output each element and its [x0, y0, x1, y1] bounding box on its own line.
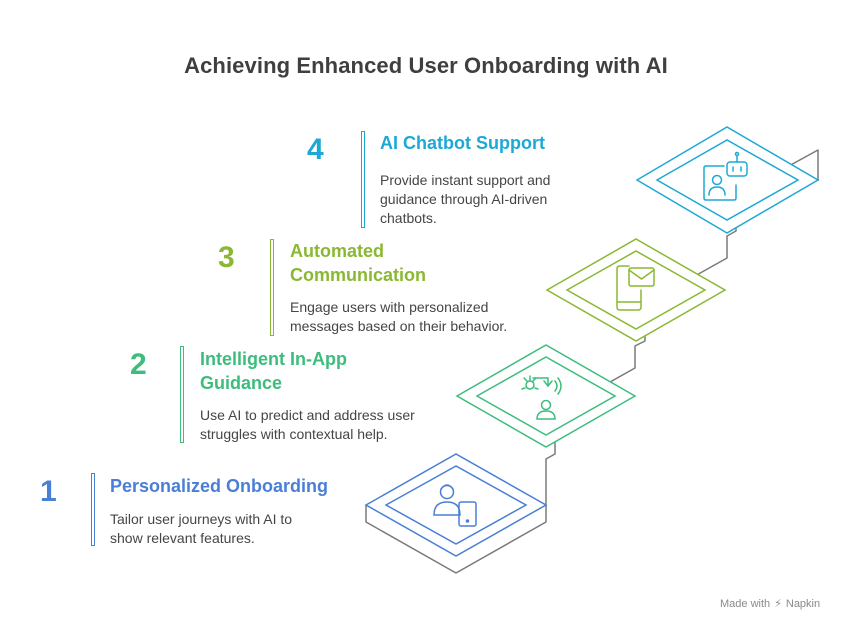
step-4-description: Provide instant support and guidance thr…: [380, 171, 550, 228]
step-2-title: Intelligent In-App Guidance: [200, 347, 347, 395]
footer-prefix: Made with: [720, 597, 771, 610]
chatbot-icon: [703, 151, 748, 201]
step-3-number: 3: [218, 241, 235, 274]
napkin-logo-icon: ⚡: [774, 598, 782, 610]
step-3-title: Automated Communication: [290, 239, 426, 287]
step-1-bar: [91, 473, 95, 546]
footer-watermark: Made with ⚡ Napkin: [720, 597, 821, 611]
step-2-description: Use AI to predict and address user strug…: [200, 406, 415, 444]
step-4-desc-line: Provide instant support and: [380, 172, 551, 188]
page-title: Achieving Enhanced User Onboarding with …: [184, 53, 668, 78]
step-4-desc-line: chatbots.: [380, 210, 437, 226]
step-4-bar: [361, 131, 365, 228]
step-1-description: Tailor user journeys with AI to show rel…: [110, 510, 292, 548]
step-1-title: Personalized Onboarding: [110, 474, 328, 498]
step-4-title-line: AI Chatbot Support: [380, 133, 545, 153]
step-2-platform: [455, 344, 637, 448]
step-3-desc-line: messages based on their behavior.: [290, 318, 508, 334]
step-1-desc-line: show relevant features.: [110, 530, 255, 546]
step-3-title-line: Communication: [290, 265, 427, 285]
step-1-title-line: Personalized Onboarding: [110, 476, 329, 496]
lightbulb-guidance-icon: [521, 375, 562, 420]
step-4-title: AI Chatbot Support: [380, 131, 545, 155]
step-3-title-line: Automated: [290, 241, 384, 261]
step-3-desc-line: Engage users with personalized: [290, 299, 489, 315]
step-2-title-line: Guidance: [200, 373, 283, 393]
step-2-number: 2: [130, 348, 147, 381]
step-3-description: Engage users with personalized messages …: [290, 298, 507, 336]
step-4-platform: [635, 126, 820, 234]
phone-message-icon: [616, 265, 655, 311]
step-2-desc-line: struggles with contextual help.: [200, 426, 388, 442]
step-1-number: 1: [40, 475, 57, 508]
step-4-desc-line: guidance through AI-driven: [380, 191, 548, 207]
step-2-desc-line: Use AI to predict and address user: [200, 407, 415, 423]
step-1-desc-line: Tailor user journeys with AI to: [110, 511, 293, 527]
user-with-phone-icon: [433, 484, 477, 527]
step-4-number: 4: [307, 133, 324, 166]
step-2-bar: [180, 346, 184, 443]
footer-brand: Napkin: [785, 597, 821, 610]
step-2-title-line: Intelligent In-App: [200, 349, 347, 369]
step-3-platform: [545, 238, 727, 342]
step-3-bar: [270, 239, 274, 336]
